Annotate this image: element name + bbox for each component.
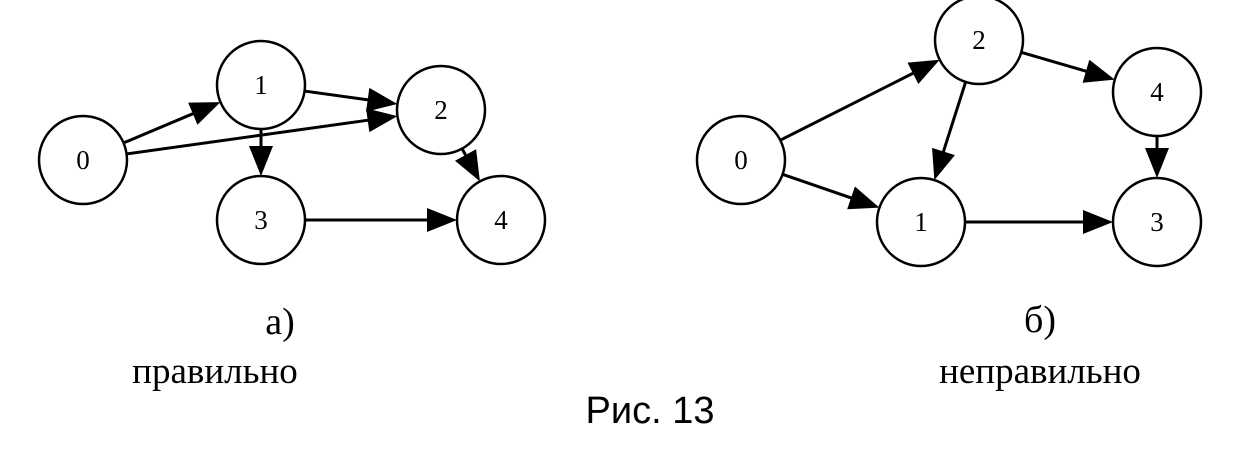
node-label: 0 — [734, 145, 748, 175]
node-circle — [215, 39, 307, 131]
arrowhead — [1083, 210, 1113, 234]
edge-1-to-3 — [249, 129, 273, 176]
node-2: 2 — [933, 0, 1025, 86]
node-4: 4 — [1111, 46, 1203, 138]
diagram-b-verdict: неправильно — [939, 351, 1141, 392]
node-circle — [1111, 46, 1203, 138]
node-circle — [1111, 176, 1203, 268]
edge-0-to-1 — [122, 102, 221, 145]
node-label: 2 — [972, 25, 986, 55]
arrowhead — [932, 147, 955, 181]
node-circle — [695, 114, 787, 206]
node-0: 0 — [695, 114, 787, 206]
diagram-a: 0 1 2 3 4 — [37, 39, 547, 266]
edge-4-to-3 — [1145, 136, 1169, 178]
edge-2-to-4 — [455, 147, 480, 182]
node-label: 3 — [254, 205, 268, 235]
diagram-a-letter: а) — [265, 301, 295, 343]
node-label: 1 — [254, 70, 268, 100]
node-circle — [215, 174, 307, 266]
arrowhead — [907, 59, 940, 85]
node-label: 4 — [1150, 77, 1164, 107]
arrowhead — [1145, 148, 1169, 178]
edge-line — [782, 172, 856, 201]
node-label: 3 — [1150, 207, 1164, 237]
diagram-b-letter: б) — [1024, 299, 1056, 341]
edge-0-to-2 — [126, 108, 398, 156]
diagram-a-verdict: правильно — [132, 351, 298, 392]
edge-1-to-3 — [965, 210, 1113, 234]
edge-line — [779, 70, 918, 142]
edge-2-to-4 — [1020, 50, 1115, 83]
node-label: 1 — [914, 207, 928, 237]
edge-2-to-1 — [932, 81, 968, 181]
arrowhead — [249, 146, 273, 176]
node-label: 4 — [494, 205, 508, 235]
figure-caption: Рис. 13 — [585, 390, 715, 432]
node-0: 0 — [37, 114, 129, 206]
edge-0-to-2 — [779, 59, 940, 142]
arrowhead — [847, 186, 880, 210]
node-circle — [875, 176, 967, 268]
edge-line — [940, 81, 968, 156]
edge-1-to-2 — [304, 87, 398, 112]
edge-0-to-1 — [782, 172, 880, 210]
node-circle — [37, 114, 129, 206]
node-label: 2 — [434, 95, 448, 125]
node-1: 1 — [215, 39, 307, 131]
node-3: 3 — [1111, 176, 1203, 268]
node-circle — [933, 0, 1025, 86]
node-circle — [395, 64, 487, 156]
node-1: 1 — [875, 176, 967, 268]
node-circle — [455, 174, 547, 266]
diagram-b: 0 2 1 4 3 — [695, 0, 1203, 268]
arrowhead — [427, 208, 457, 232]
node-2: 2 — [395, 64, 487, 156]
edge-line — [126, 118, 372, 156]
arrowhead — [455, 149, 480, 182]
edge-line — [1020, 50, 1091, 74]
arrowhead — [366, 108, 398, 133]
edge-line — [122, 110, 198, 145]
arrowhead — [188, 102, 221, 125]
node-4: 4 — [455, 174, 547, 266]
node-3: 3 — [215, 174, 307, 266]
arrowhead — [1082, 59, 1115, 83]
edge-3-to-4 — [305, 208, 457, 232]
arrowhead — [366, 87, 398, 112]
node-label: 0 — [76, 145, 90, 175]
edge-line — [304, 89, 372, 102]
